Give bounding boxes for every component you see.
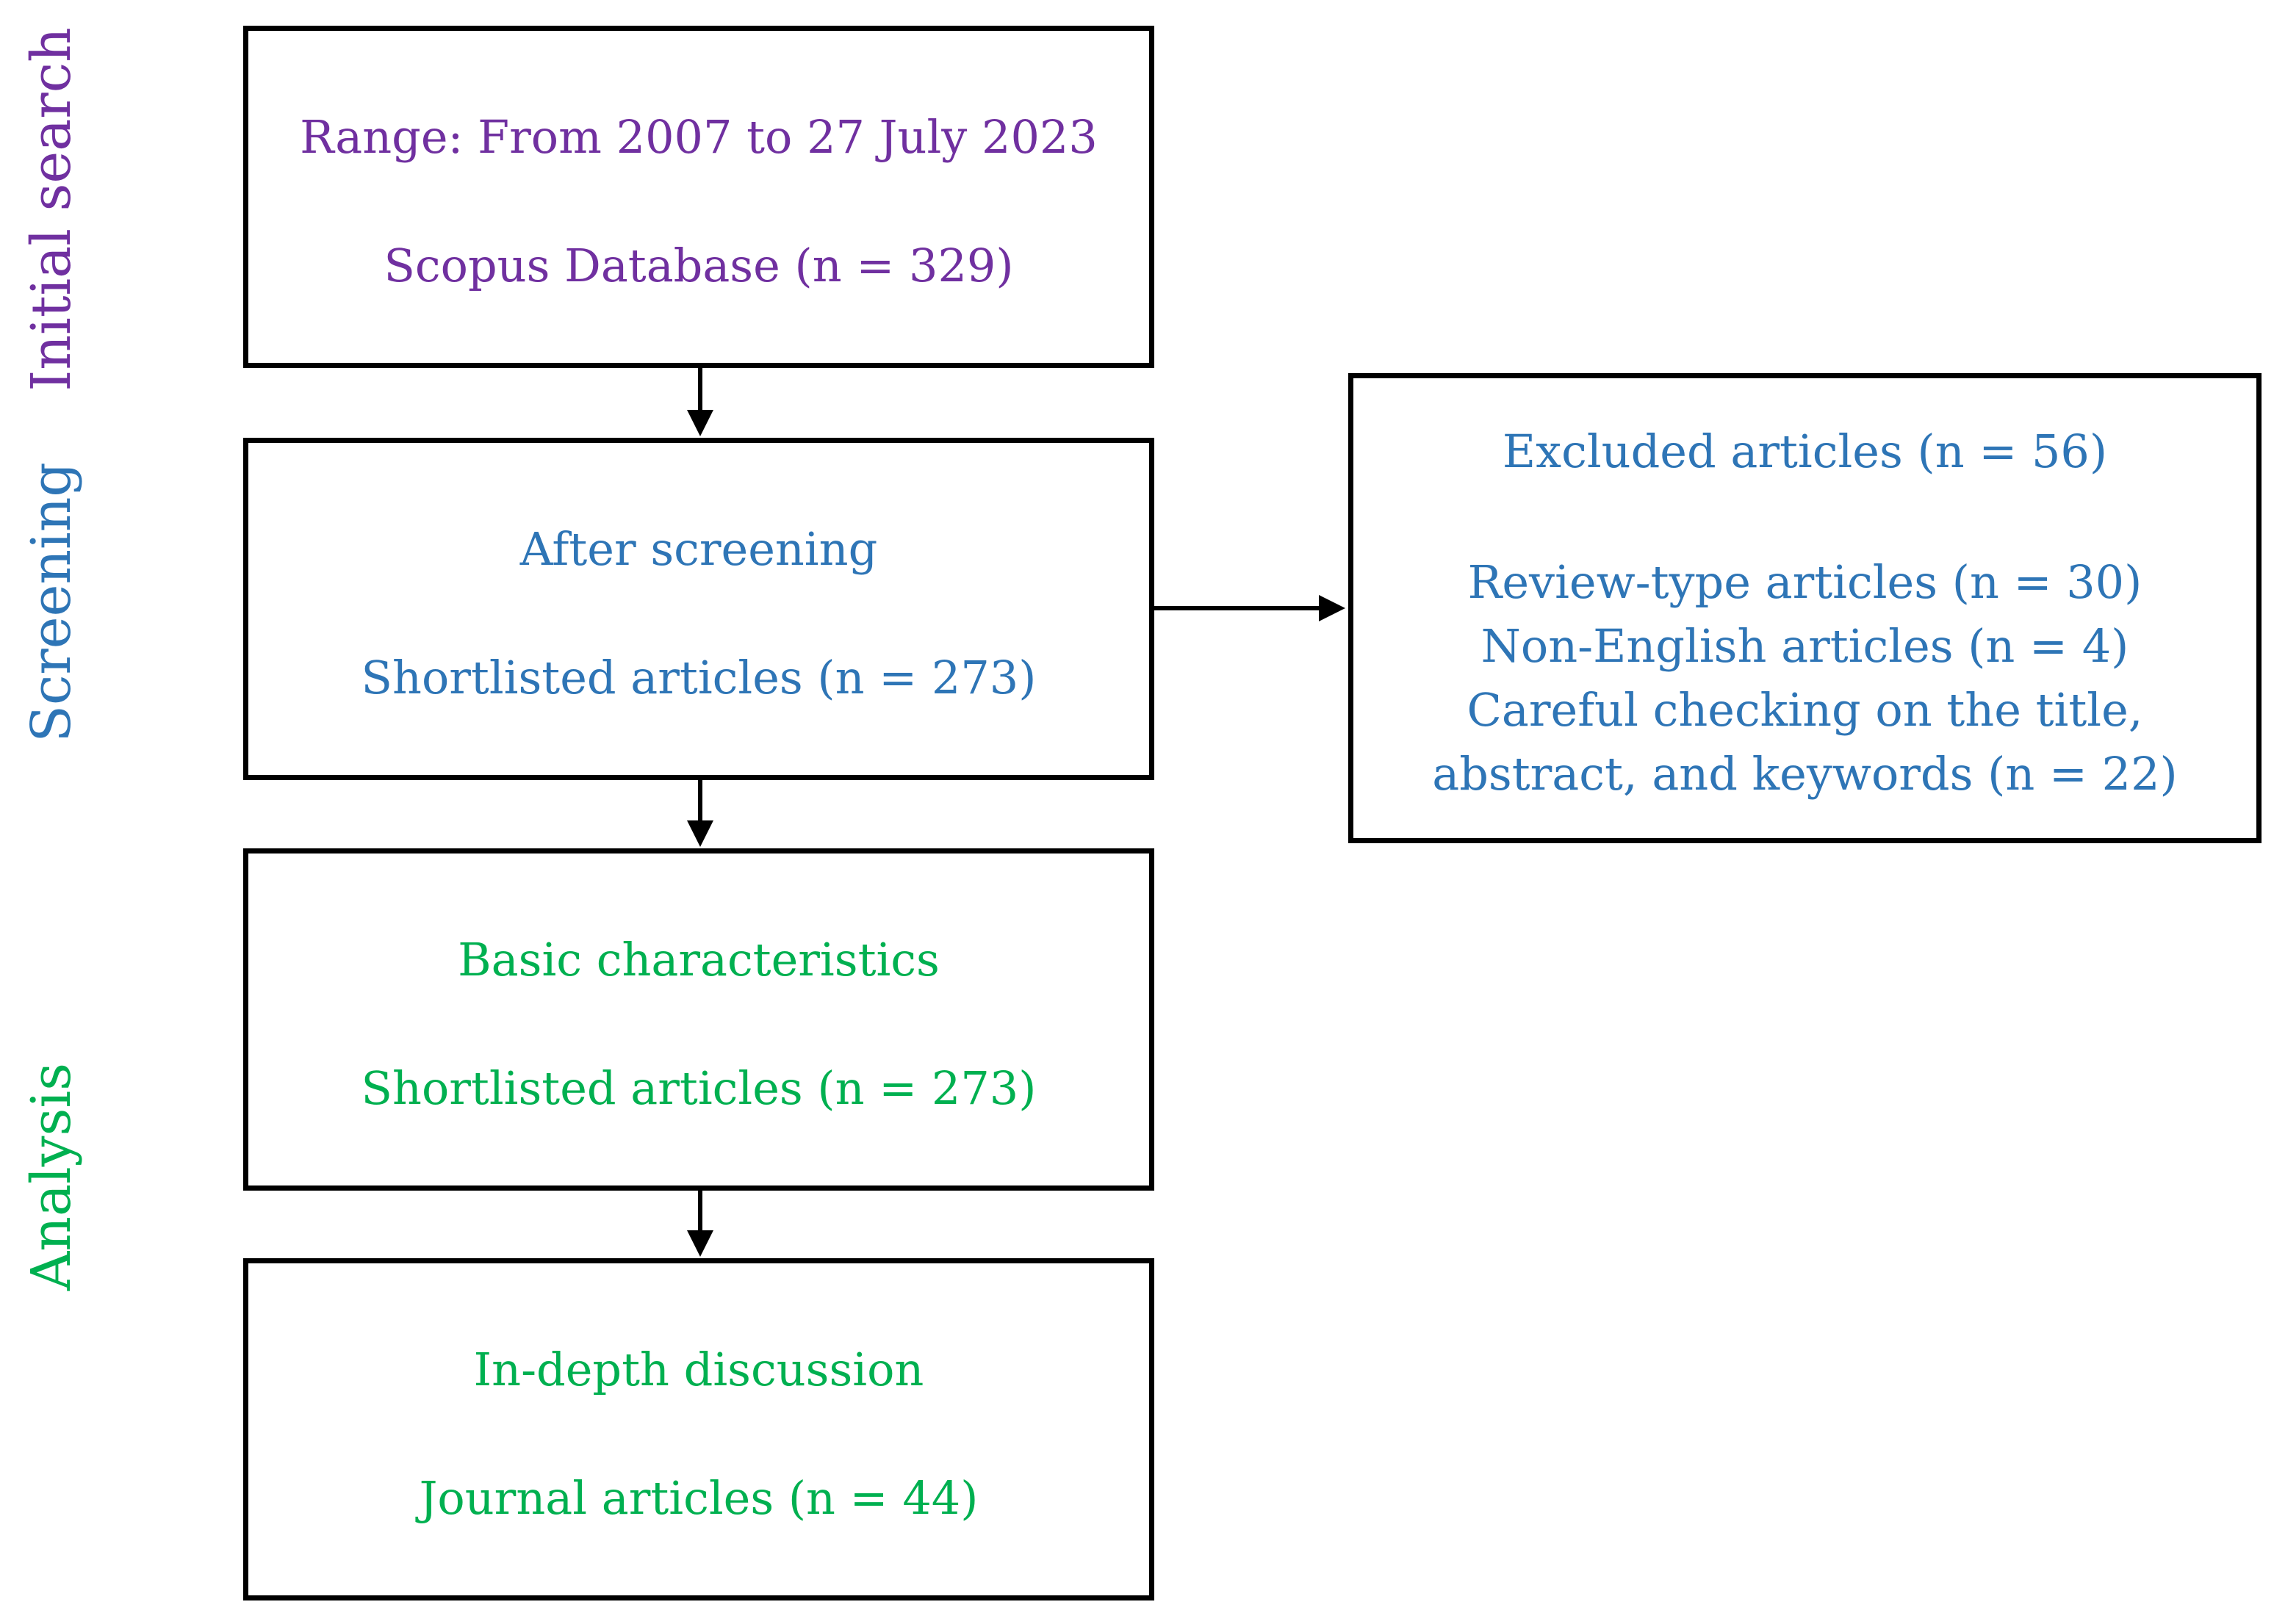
shortlisted-count-text: Shortlisted articles (n = 273) <box>361 651 1037 704</box>
excluded-box: Excluded articles (n = 56) Review-type a… <box>1348 373 2262 843</box>
initial-search-box: Range: From 2007 to 27 July 2023 Scopus … <box>243 26 1154 368</box>
basic-shortlisted-text: Shortlisted articles (n = 273) <box>361 1061 1037 1115</box>
in-depth-discussion-box: In-depth discussion Journal articles (n … <box>243 1258 1154 1600</box>
scopus-count-text: Scopus Database (n = 329) <box>384 239 1014 292</box>
date-range-text: Range: From 2007 to 27 July 2023 <box>300 110 1098 164</box>
excluded-checking-text-2: abstract, and keywords (n = 22) <box>1432 747 2178 801</box>
excluded-total-text: Excluded articles (n = 56) <box>1502 425 2108 478</box>
journal-articles-text: Journal articles (n = 44) <box>419 1471 979 1525</box>
basic-characteristics-text: Basic characteristics <box>458 933 940 986</box>
excluded-checking-text-1: Careful checking on the title, <box>1467 683 2143 737</box>
stage-label-screening: Screening <box>20 462 83 743</box>
excluded-non-english-text: Non-English articles (n = 4) <box>1480 619 2129 673</box>
basic-characteristics-box: Basic characteristics Shortlisted articl… <box>243 848 1154 1191</box>
stage-label-initial-search: Initial search <box>20 27 83 391</box>
excluded-review-text: Review-type articles (n = 30) <box>1467 555 2142 609</box>
screening-box: After screening Shortlisted articles (n … <box>243 438 1154 780</box>
stage-label-analysis: Analysis <box>20 1062 83 1291</box>
in-depth-discussion-text: In-depth discussion <box>473 1343 924 1396</box>
after-screening-text: After screening <box>519 522 878 576</box>
